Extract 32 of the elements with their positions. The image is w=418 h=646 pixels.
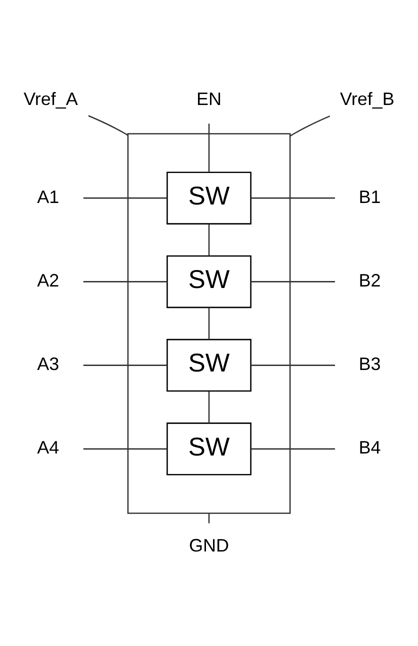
connector [208,123,210,172]
node-text: EN [196,88,222,109]
node-text: GND [189,534,229,555]
connector [251,280,336,282]
node-box: SW [166,338,252,392]
node-text: Vref_B [340,88,394,109]
connector [83,448,167,450]
node-text: B3 [358,354,381,374]
node-text: A1 [37,186,60,206]
node-text: Vref_A [24,88,78,109]
connector [88,114,128,136]
connector [208,224,210,256]
connector [83,364,167,366]
connector [83,196,167,198]
connector [290,114,330,136]
node-text: A2 [37,270,60,290]
node-text: B1 [358,186,381,206]
connector [251,448,336,450]
node-box: SW [166,254,252,308]
connector [83,280,167,282]
node-text: A4 [37,437,60,458]
node-text: B4 [358,437,381,458]
cluster [127,132,291,514]
connector [208,307,210,339]
node-text: B2 [358,270,381,290]
connector [251,364,336,366]
connector [208,512,210,523]
node-box: SW [166,422,252,475]
connector [208,390,210,423]
connector [251,196,336,198]
node-text: A3 [37,354,60,374]
node-box: SW [166,171,252,224]
